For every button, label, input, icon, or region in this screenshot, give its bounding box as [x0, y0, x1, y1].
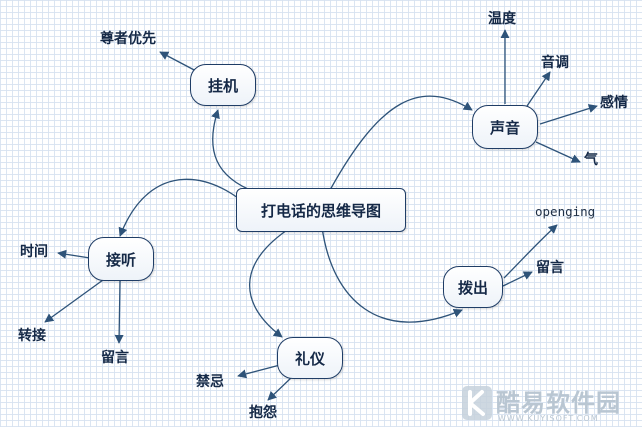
edge-guaji-zunzhe: [159, 51, 199, 73]
watermark-brand: 酷易软件园: [496, 389, 621, 417]
leaf-ganqing[interactable]: 感情: [600, 95, 628, 111]
edge-bochu-openging: [503, 224, 558, 279]
edge-jieting-zhuanjie: [44, 279, 104, 323]
edge-center-liyi: [249, 227, 291, 338]
edge-shengyin-ganqing: [539, 104, 598, 125]
edge-center-shengyin: [329, 95, 473, 191]
leaf-qi[interactable]: 气: [584, 152, 598, 168]
edge-shengyin-yindiao: [526, 71, 551, 107]
central-topic[interactable]: 打电话的思维导图: [236, 188, 406, 232]
topic-guaji[interactable]: 挂机: [190, 64, 256, 106]
topic-shengyin[interactable]: 声音: [472, 105, 538, 149]
leaf-yindiao[interactable]: 音调: [541, 55, 569, 71]
edge-jieting-shijian: [57, 249, 91, 259]
leaf-jieting-liuyan[interactable]: 留言: [101, 350, 129, 366]
leaf-zunzhe-youxian[interactable]: 尊者优先: [100, 31, 156, 47]
topic-bochu[interactable]: 拨出: [443, 266, 503, 308]
leaf-zhuanjie[interactable]: 转接: [18, 328, 46, 344]
edge-jieting-liuyan: [114, 280, 124, 344]
leaf-wendu[interactable]: 温度: [488, 11, 516, 27]
edge-bochu-liuyan: [502, 271, 533, 287]
edge-center-guaji: [211, 109, 259, 194]
leaf-baoyuan[interactable]: 抱怨: [249, 405, 277, 421]
edge-center-boChu: [321, 226, 463, 323]
kuyi-logo-icon: [462, 386, 492, 420]
topic-jieting[interactable]: 接听: [88, 237, 154, 281]
leaf-openging[interactable]: openging: [535, 204, 596, 219]
watermark-logo: 酷易软件园 WWW.KUYISOFT.COM: [460, 383, 638, 427]
topic-liyi[interactable]: 礼仪: [277, 337, 343, 379]
edge-liyi-baoyuan: [267, 376, 293, 401]
edge-shengyin-qi: [535, 141, 581, 163]
leaf-shijian[interactable]: 时间: [20, 244, 48, 260]
leaf-jinji[interactable]: 禁忌: [196, 374, 224, 390]
edge-liyi-jinji: [237, 364, 281, 379]
leaf-bochu-liuyan[interactable]: 留言: [536, 260, 564, 276]
watermark-url: WWW.KUYISOFT.COM: [498, 414, 599, 423]
